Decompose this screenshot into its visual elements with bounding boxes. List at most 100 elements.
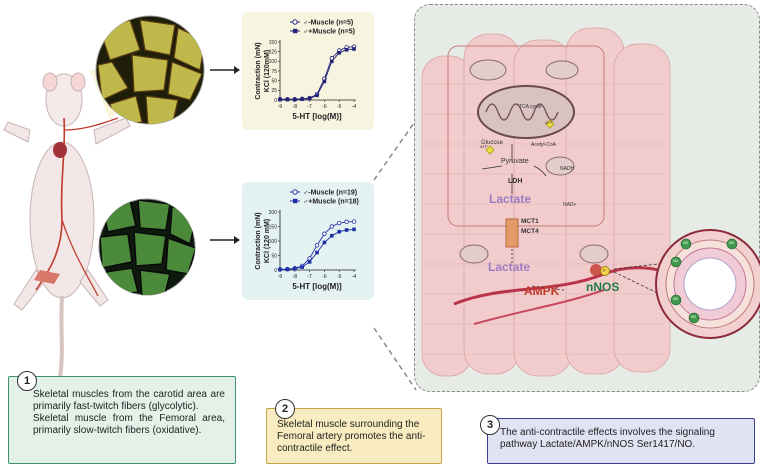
phospho-marker — [600, 266, 610, 276]
point-s1-5 — [315, 93, 319, 98]
y-tick-label-2: 100 — [269, 239, 278, 245]
legend-marker-1 — [293, 198, 298, 204]
mct-transporter — [505, 218, 519, 248]
nnos-label: nNOS — [586, 280, 620, 294]
point-s1-0 — [278, 97, 282, 102]
note-1-number: 1 — [17, 371, 37, 391]
x-tick-label-3: -6 — [322, 274, 327, 280]
y-axis-label-2: KCl (120mM) — [264, 50, 271, 92]
legend-marker-1 — [293, 28, 298, 34]
series-line-0 — [280, 46, 355, 100]
x-tick-label-3: -6 — [322, 104, 327, 110]
legend-marker-0 — [292, 189, 298, 195]
micrograph-femoral — [98, 198, 196, 296]
point-s1-1 — [285, 97, 290, 102]
atp-label-2: ATP — [545, 120, 553, 125]
note-2-number: 2 — [275, 399, 295, 419]
dashed-connector — [373, 119, 417, 391]
note-1-text-2: Skeletal muscle from the Femoral area, p… — [33, 413, 225, 436]
lactate-intracellular: Lactate — [489, 192, 532, 206]
y-tick-label-4: 100 — [269, 59, 278, 65]
mechanism-diagram — [421, 27, 760, 377]
point-s1-6 — [322, 240, 327, 245]
x-tick-label-4: -5 — [337, 274, 342, 280]
note-1: 1 Skeletal muscles from the carotid area… — [8, 371, 236, 464]
x-axis-label: 5-HT [log(M)] — [292, 112, 342, 121]
note-3-text: The anti-contractile effects involves th… — [500, 427, 715, 450]
glucose-label: Glucose — [481, 140, 504, 146]
pyruvate-label: Pyruvate — [501, 158, 529, 165]
micrograph-carotid — [90, 15, 205, 125]
point-s1-3 — [300, 97, 304, 102]
x-tick-label-5: -4 — [352, 274, 357, 280]
atp-star-2 — [545, 119, 555, 129]
point-s0-10 — [351, 219, 357, 224]
legend-text-1: ♂+Muscle (n=5) — [303, 29, 355, 36]
note-3-number: 3 — [480, 415, 500, 435]
point-s1-4 — [307, 96, 312, 101]
y-tick-label-6: 150 — [269, 40, 278, 46]
no-label-2: NO — [673, 259, 679, 263]
atp-star-1 — [485, 145, 495, 155]
legend-text-0: ♂-Muscle (n=19) — [303, 190, 357, 197]
x-tick-label-2: -7 — [307, 104, 312, 110]
y-axis-label-1: Contraction (mN) — [255, 212, 262, 269]
mct4-label: MCT4 — [521, 228, 539, 235]
y-tick-label-5: 125 — [269, 49, 278, 55]
point-s1-8 — [337, 51, 341, 55]
mitochondrion-small-4 — [459, 244, 489, 264]
fiber-striations — [424, 83, 664, 355]
legend-text-1: ♂+Muscle (n=18) — [303, 199, 359, 206]
point-s1-4 — [307, 260, 312, 264]
no-label-5: NO — [729, 241, 735, 245]
y-tick-label-0: 0 — [274, 268, 277, 274]
x-tick-label-4: -5 — [337, 104, 342, 110]
ldh-label: LDH — [508, 178, 523, 185]
point-s1-9 — [344, 47, 349, 52]
series-line-1 — [280, 228, 355, 270]
x-tick-label-1: -8 — [293, 274, 298, 280]
point-s1-2 — [293, 97, 297, 102]
point-s1-5 — [315, 250, 319, 255]
rat-illustration — [3, 72, 131, 379]
point-s1-7 — [330, 59, 334, 64]
mct1-label: MCT1 — [521, 218, 539, 225]
point-s1-10 — [352, 47, 356, 51]
artery-cross-section — [655, 229, 760, 339]
arrows-to-charts — [210, 66, 240, 244]
nadh-label: NADH — [560, 166, 575, 172]
note-3: 3 The anti-contractile effects involves … — [480, 415, 755, 464]
no-label-1: NO — [683, 241, 689, 245]
no-label-4: NO — [691, 315, 697, 319]
y-axis-label-2: KCl (120 mM) — [264, 219, 271, 263]
point-s0-9 — [344, 219, 349, 225]
point-s1-7 — [330, 233, 334, 238]
no-bubbles — [670, 238, 738, 324]
legend-marker-0 — [292, 19, 298, 25]
point-s1-1 — [285, 267, 290, 272]
point-s1-0 — [278, 267, 282, 272]
point-s1-10 — [352, 227, 356, 232]
chart-bottom: ♂-Muscle (n=19)♂+Muscle (n=18)0501001502… — [255, 189, 359, 291]
acetyl-label: Acetyl-CoA — [531, 142, 557, 148]
y-tick-label-4: 200 — [269, 210, 278, 216]
mitochondrion-small-3 — [545, 156, 575, 176]
y-tick-label-0: 0 — [274, 98, 277, 104]
x-tick-label-0: -9 — [278, 104, 283, 110]
ampk-label: AMPK — [524, 284, 560, 298]
point-s0-8 — [336, 220, 342, 226]
x-axis-label: 5-HT [log(M)] — [292, 282, 342, 291]
mitochondrion-small-1 — [469, 59, 507, 81]
p-label: P — [603, 268, 606, 273]
note-2: 2 Skeletal muscle surrounding the Femora… — [266, 399, 442, 464]
x-tick-label-5: -4 — [352, 104, 357, 110]
x-tick-label-2: -7 — [307, 274, 312, 280]
vessel-branch — [453, 266, 665, 306]
y-tick-label-1: 50 — [271, 253, 277, 259]
mitochondrion-small-2 — [545, 60, 579, 80]
no-label-3: NO — [673, 297, 679, 301]
point-s0-6 — [322, 231, 327, 236]
point-s1-8 — [337, 229, 341, 234]
